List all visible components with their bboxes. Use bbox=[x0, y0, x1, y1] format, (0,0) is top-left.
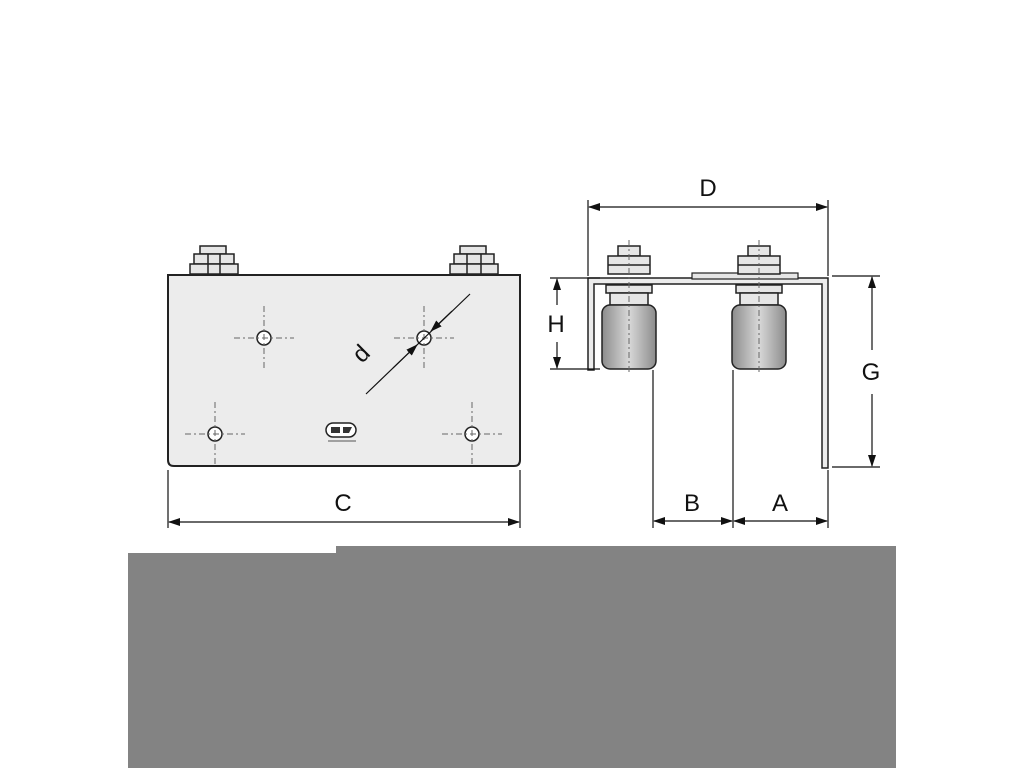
dimension-c bbox=[167, 470, 521, 528]
top-bolt-right bbox=[449, 245, 499, 275]
dimension-d bbox=[587, 200, 829, 276]
bracket-profile bbox=[587, 277, 829, 469]
dimension-h bbox=[550, 277, 600, 370]
dimension-b-label: B bbox=[684, 490, 700, 517]
top-bolt-left bbox=[189, 245, 239, 275]
roller-assembly-left bbox=[601, 240, 657, 372]
roller-assembly-right bbox=[731, 240, 787, 372]
dimension-c-label: C bbox=[334, 490, 351, 517]
dimension-d-label: D bbox=[699, 175, 716, 202]
footer-gray-panel bbox=[128, 553, 896, 768]
diameter-dimension bbox=[365, 293, 471, 395]
dimension-g-label: G bbox=[862, 359, 881, 386]
extension-lines-ab bbox=[652, 370, 829, 528]
dimension-a-label: A bbox=[772, 490, 788, 517]
front-view: d C bbox=[167, 245, 521, 528]
side-view: D H G B bbox=[547, 175, 880, 528]
dimension-g bbox=[832, 275, 880, 468]
footer-gray-tab bbox=[336, 546, 896, 554]
dimension-h-label: H bbox=[547, 311, 564, 338]
brand-logo bbox=[325, 422, 357, 442]
